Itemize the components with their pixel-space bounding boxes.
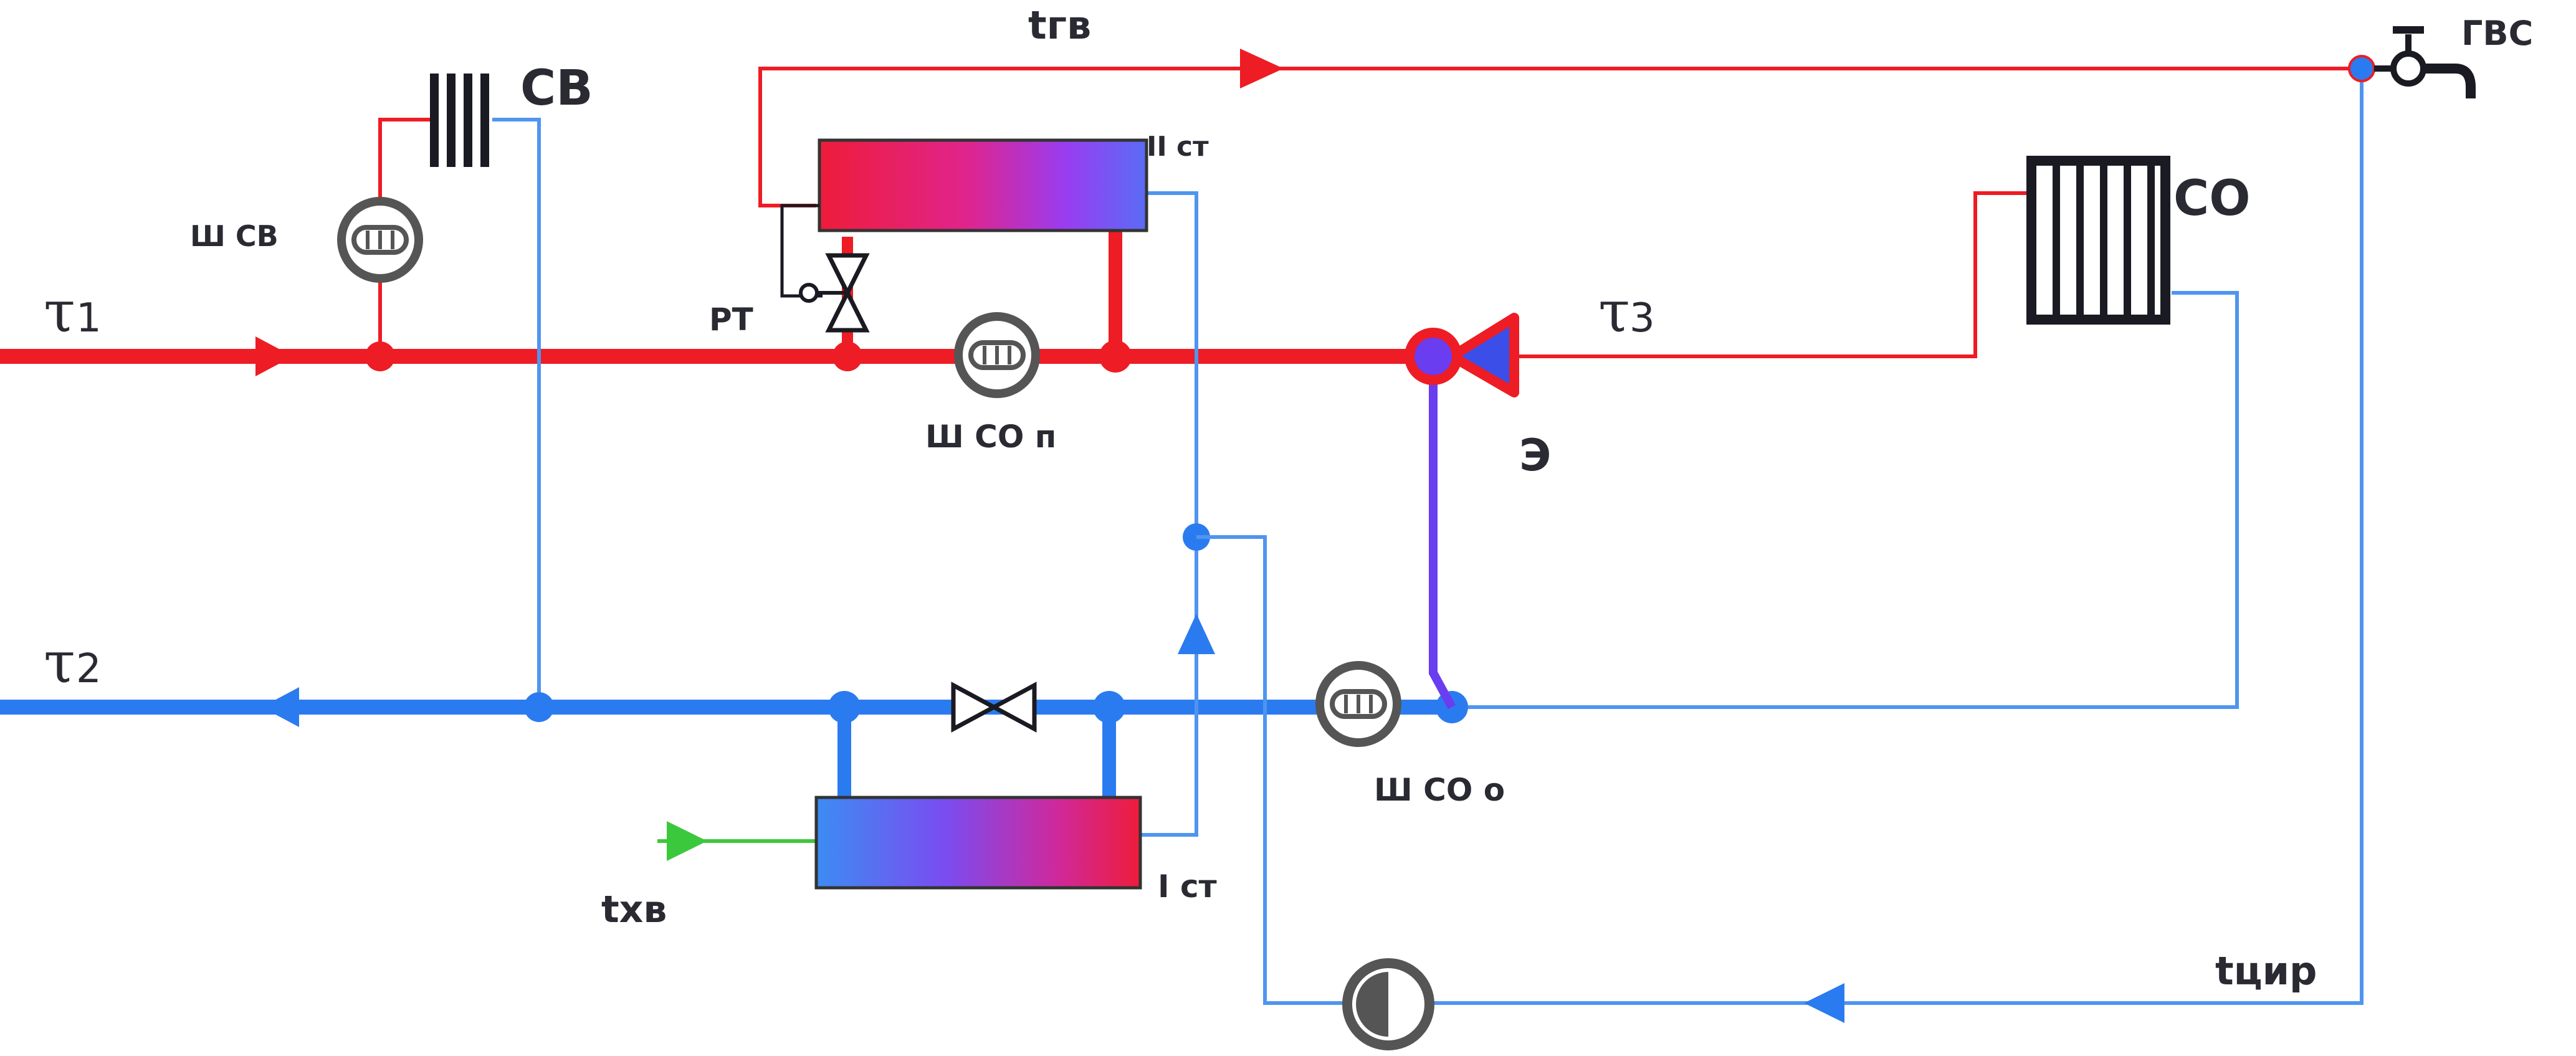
t-cir-label: tцир [2215, 948, 2317, 994]
return-junction-hx1-right [1093, 691, 1125, 723]
return-junction-sv [524, 692, 554, 722]
tau3-sub: 3 [1629, 295, 1655, 341]
sh-co-p-flow-meter-icon [954, 312, 1040, 398]
sv-return-branch [492, 118, 541, 707]
sv-radiator-icon [430, 74, 492, 167]
return-junction-hx1-left [828, 691, 861, 723]
sh-sv-label: Ш СВ [190, 219, 279, 253]
sh-co-o-flow-meter-icon [1315, 661, 1401, 747]
gvs-faucet-icon [2374, 26, 2476, 98]
return-gate-valve-icon [951, 682, 1037, 733]
circulation-loop [1196, 535, 1358, 1005]
circulation-return [1433, 69, 2364, 1005]
stage2-label: II ст [1147, 131, 1209, 163]
sh-co-p-label: Ш СО п [925, 419, 1056, 455]
e-label: Э [1519, 430, 1551, 481]
gvs-junction [2348, 55, 2375, 82]
t-hv-label: tхв [601, 888, 667, 931]
tau3-label: τ [1598, 278, 1630, 345]
heat-exchanger-stage1-icon [814, 796, 1142, 890]
co-radiator-icon [2026, 156, 2170, 325]
sv-label: СВ [520, 60, 593, 117]
supply-junction-sv [365, 341, 395, 371]
sh-sv-flow-meter-icon [337, 197, 423, 283]
t-gv-label: tгв [1028, 2, 1091, 48]
elevator-icon [1405, 313, 1519, 397]
supply-junction-hx2 [1099, 340, 1132, 373]
sh-co-o-label: Ш СО о [1374, 772, 1505, 808]
tau2-label: τ [44, 629, 75, 696]
tau2-sub: 2 [76, 646, 102, 692]
supply-junction-rt [832, 341, 862, 371]
hot-water-arrow [1240, 49, 1284, 88]
control-valve-rt-icon [780, 204, 870, 333]
circulation-pump-icon [1342, 958, 1434, 1050]
stage1-label: I ст [1158, 868, 1217, 905]
elevator-mixing-line [1429, 356, 1456, 710]
circulation-arrow [1804, 983, 1844, 1023]
tau1-label: τ [44, 278, 75, 345]
cold-water-arrow [667, 821, 707, 861]
tau3-supply-line [1464, 191, 2031, 358]
preheated-water-riser [1140, 191, 1198, 837]
riser-flow-arrow [1178, 614, 1215, 654]
co-return-line [1452, 291, 2239, 709]
return-flow-arrow [262, 687, 299, 727]
gvs-label: ГВС [2461, 14, 2533, 53]
heat-exchanger-stage2-icon [818, 138, 1148, 232]
tau1-sub: 1 [76, 295, 102, 341]
co-label: СО [2173, 171, 2251, 227]
rt-label: РТ [709, 302, 753, 338]
supply-flow-arrow [255, 336, 293, 376]
